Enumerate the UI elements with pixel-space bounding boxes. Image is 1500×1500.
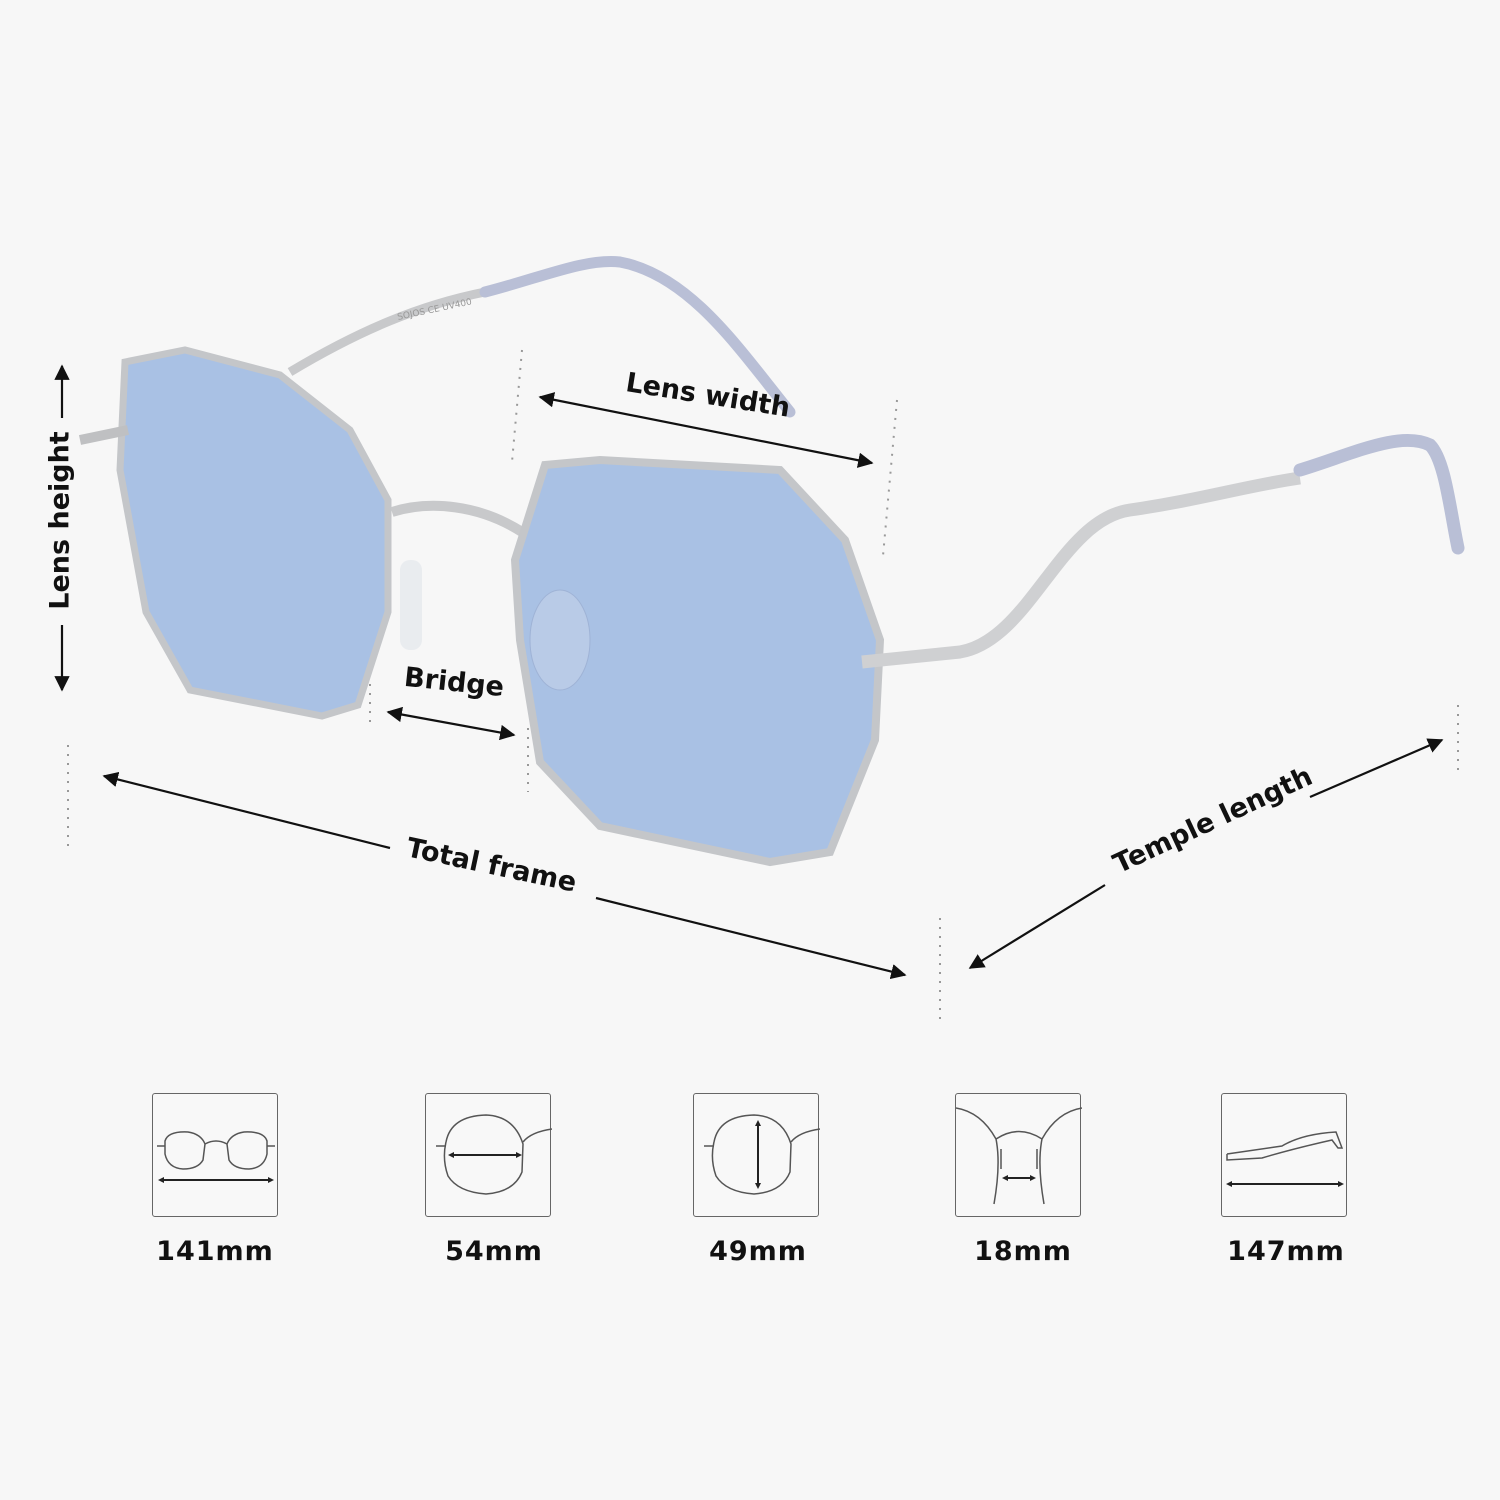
lens-width-arrow [538,392,874,468]
right-temple [861,471,1301,669]
temple-length-arrow-left [968,884,1106,969]
bridge-value: 18mm [974,1236,1072,1267]
temple-length-arrow-right [1309,738,1444,799]
right-lens [510,455,885,867]
bridge-icon [955,1093,1082,1217]
left-temple-tip [479,255,796,418]
total-frame-arrow-left [102,771,391,850]
lens-height-value: 49mm [709,1236,807,1267]
total-frame-value: 141mm [156,1236,274,1267]
total-frame-icon [152,1093,278,1217]
left-lens [116,346,392,720]
total-frame-arrow-right [595,896,907,980]
left-temple [287,287,486,376]
lens-width-icon [425,1093,552,1217]
lens-height-label: Lens height [44,431,76,610]
lens-width-value: 54mm [445,1236,543,1267]
bridge [390,500,525,537]
temple-length-value: 147mm [1227,1236,1345,1267]
lens-height-icon [693,1093,820,1217]
bridge-arrow [386,706,516,741]
temple-length-icon [1221,1093,1347,1217]
right-temple-tip [1293,433,1465,555]
